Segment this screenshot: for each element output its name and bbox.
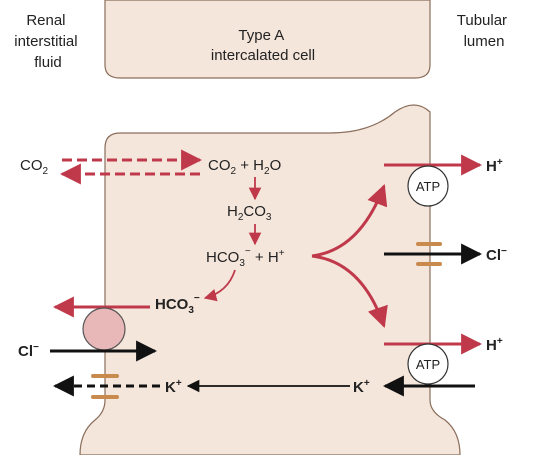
main-cell-shape bbox=[79, 104, 461, 455]
chloride-lumen-label: Cl− bbox=[486, 246, 507, 264]
hydrogen-lumen-label-lower: H+ bbox=[486, 336, 503, 354]
cell-type-title: Type A intercalated cell bbox=[211, 27, 315, 64]
potassium-interstitial-label: K+ bbox=[165, 378, 182, 396]
chloride-bicarbonate-exchanger bbox=[82, 307, 126, 351]
bicarbonate-hydrogen-label: HCO3− + H+ bbox=[206, 246, 285, 269]
bicarbonate-curve-arrow bbox=[203, 269, 236, 302]
hydrogen-atpase-pump-upper bbox=[407, 165, 449, 207]
hydrogen-lower-branch bbox=[311, 254, 388, 328]
atp-label-lower: ATP bbox=[416, 357, 440, 372]
co2-interstitial-label: CO2 bbox=[20, 157, 49, 177]
bicarbonate-efflux-label: HCO3− bbox=[155, 293, 200, 316]
hydrogen-lumen-label-upper: H+ bbox=[486, 157, 503, 175]
hydrogen-upper-branch bbox=[311, 184, 388, 258]
carbonic-acid-label: H2CO3 bbox=[227, 203, 272, 223]
tubular-lumen-label: Tubular lumen bbox=[457, 12, 511, 50]
hydrogen-potassium-atpase-pump bbox=[407, 343, 449, 385]
chloride-interstitial-label: Cl− bbox=[18, 342, 39, 360]
renal-interstitial-fluid-label: Renal interstitial fluid bbox=[14, 12, 82, 71]
potassium-cell-label: K+ bbox=[353, 378, 370, 396]
atp-label-upper: ATP bbox=[416, 179, 440, 194]
upper-cell-shape bbox=[104, 0, 431, 79]
co2-h2o-reaction: CO2 + H2O bbox=[208, 157, 281, 177]
